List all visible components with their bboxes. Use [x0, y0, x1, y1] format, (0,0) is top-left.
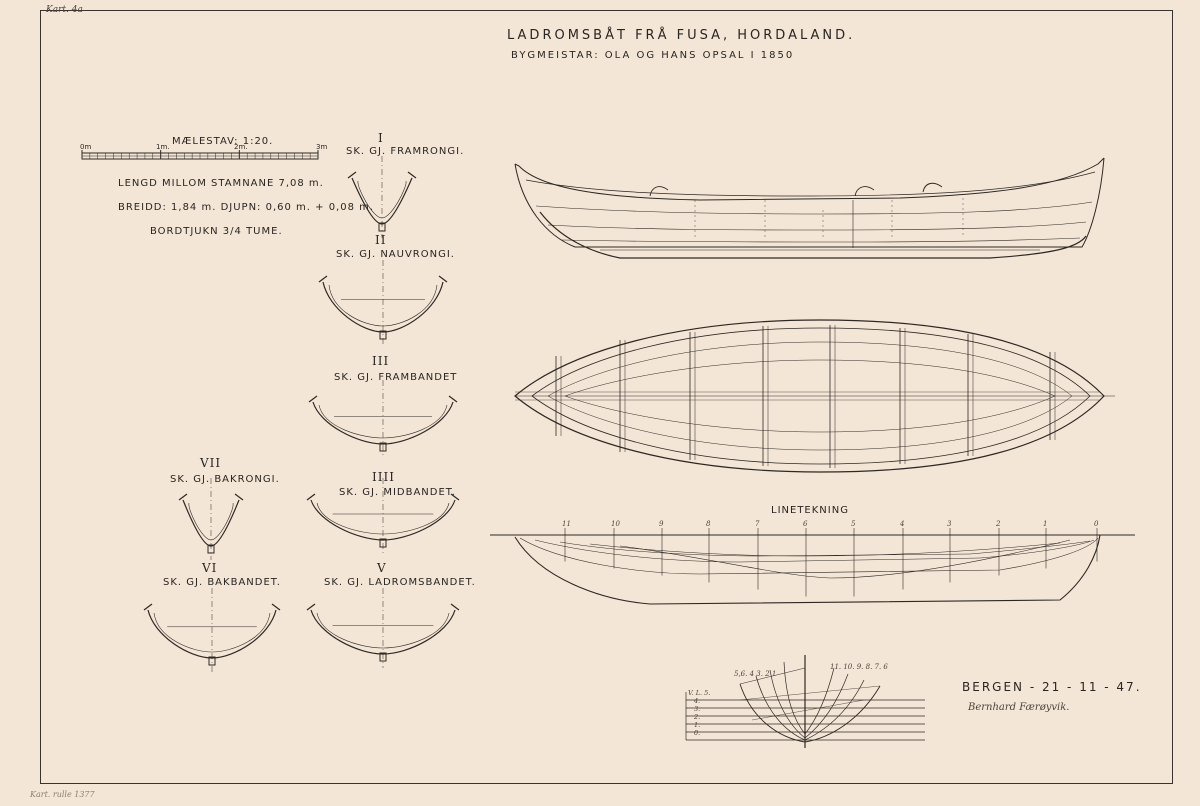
spec-width-depth: BREIDD: 1,84 m. DJUPN: 0,60 m. + 0,08 m. — [118, 202, 375, 213]
section-label: SK. GJ. FRAMRONGI. — [346, 146, 465, 157]
body-plan-left-stations: 5,6. 4 3. 2 1 — [734, 670, 777, 678]
scale-tick-label: 0m — [80, 143, 92, 151]
station-label: 10 — [611, 520, 620, 528]
scale-tick-label: 2m. — [234, 143, 248, 151]
corner-reference: Kart. 4a — [46, 5, 83, 15]
section-label: SK. GJ. BAKRONGI. — [170, 474, 280, 485]
spec-length: LENGD MILLOM STAMNANE 7,08 m. — [118, 178, 324, 189]
scale-label: MÆLESTAV: 1:20. — [172, 136, 274, 147]
section-label: SK. GJ. FRAMBANDET — [334, 372, 458, 383]
station-label: 11 — [562, 520, 571, 528]
section-numeral: VI — [202, 561, 218, 575]
waterline-label: 4. — [694, 697, 701, 705]
cross-section-bakbandet — [144, 588, 280, 672]
archive-note: Kart. rulle 1377 — [30, 790, 95, 799]
body-plan-right-stations: 11. 10. 9. 8. 7. 6 — [830, 663, 888, 671]
lines-plan-label: LINETEKNING — [771, 505, 849, 516]
signature: Bernhard Færøyvik. — [968, 702, 1070, 713]
page-title: LADROMSBÅT FRÅ FUSA, HORDALAND. — [507, 28, 856, 43]
body-plan — [686, 655, 925, 748]
station-label: 3 — [947, 520, 952, 528]
waterline-label: 1. — [694, 721, 701, 729]
cross-section-bakrongi — [179, 478, 243, 560]
cross-section-framrongi — [348, 156, 416, 238]
spec-plank: BORDTJUKN 3/4 TUME. — [150, 226, 283, 237]
station-label: 5 — [851, 520, 856, 528]
scale-bar — [82, 150, 318, 159]
waterline-label: V. L. 5. — [688, 689, 711, 697]
side-elevation — [515, 158, 1104, 258]
section-label: SK. GJ. NAUVRONGI. — [336, 249, 455, 260]
waterline-label: 3. — [694, 705, 701, 713]
cross-section-frambandet — [309, 380, 457, 458]
station-label: 4 — [900, 520, 905, 528]
station-label: 1 — [1043, 520, 1048, 528]
section-numeral: VII — [200, 456, 222, 470]
section-label: SK. GJ. LADROMSBANDET. — [324, 577, 476, 588]
page-subtitle: BYGMEISTAR: OLA OG HANS OPSAL I 1850 — [511, 50, 795, 61]
station-label: 2 — [996, 520, 1001, 528]
section-numeral: I — [378, 131, 384, 145]
plan-view — [515, 320, 1115, 472]
cross-section-midbandet — [307, 478, 459, 554]
section-numeral: IIII — [372, 470, 395, 484]
station-label: 7 — [755, 520, 760, 528]
station-label: 9 — [659, 520, 664, 528]
station-label: 0 — [1094, 520, 1099, 528]
section-numeral: III — [372, 354, 390, 368]
place-date: BERGEN - 21 - 11 - 47. — [962, 680, 1142, 694]
cross-section-nauvrongi — [319, 260, 447, 346]
station-label: 6 — [803, 520, 808, 528]
scale-tick-label: 1m. — [156, 143, 170, 151]
section-numeral: II — [375, 233, 387, 247]
lines-plan — [490, 528, 1135, 604]
cross-section-ladromsbandet — [307, 588, 459, 668]
waterline-label: 0. — [694, 729, 701, 737]
scale-tick-label: 3m — [316, 143, 328, 151]
section-label: SK. GJ. MIDBANDET. — [339, 487, 456, 498]
drawing-border — [40, 10, 1173, 784]
section-label: SK. GJ. BAKBANDET. — [163, 577, 281, 588]
station-label: 8 — [706, 520, 711, 528]
waterline-label: 2. — [694, 713, 701, 721]
section-numeral: V — [377, 561, 387, 575]
